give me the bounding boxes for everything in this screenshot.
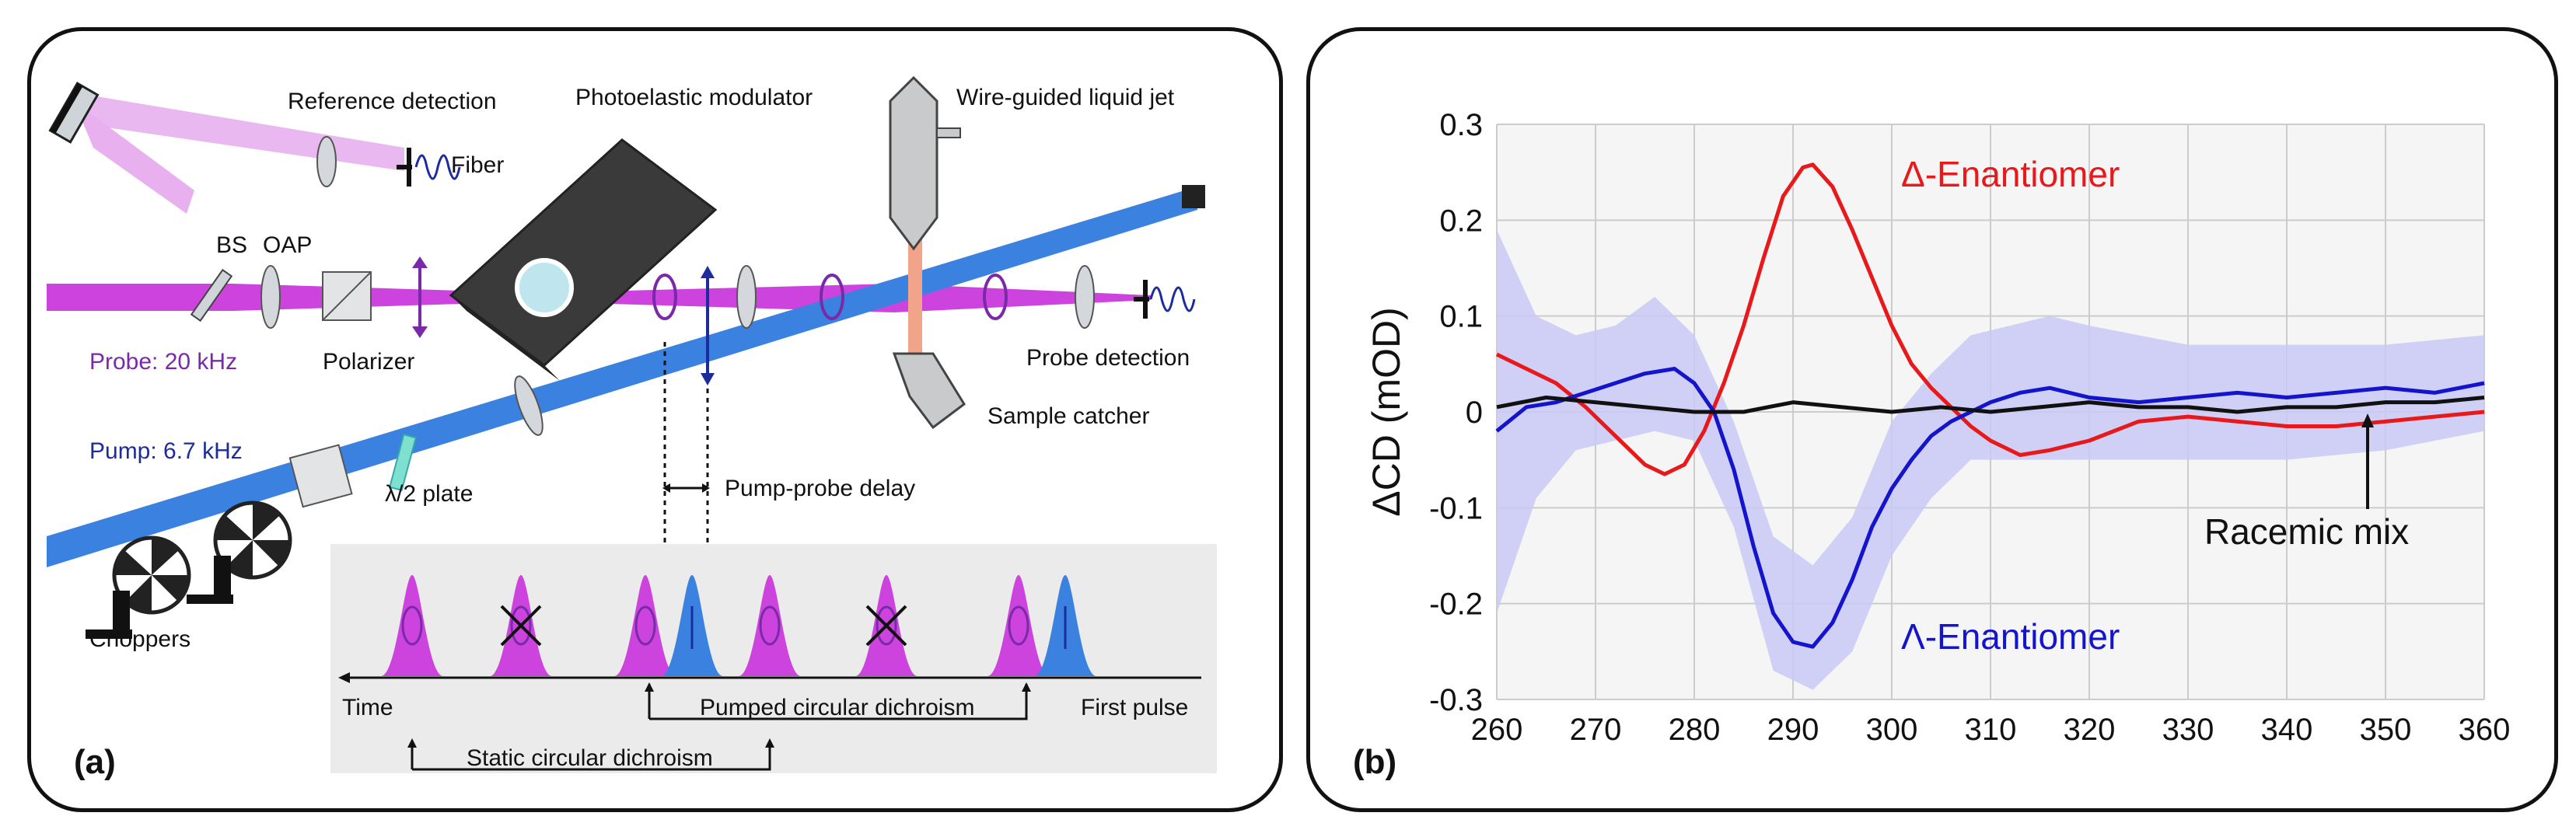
- beam-splitter: [190, 268, 233, 323]
- circular-polarization-icon: [820, 274, 844, 320]
- panel-a-tag: (a): [74, 743, 116, 781]
- y-tick-label: 0.1: [1439, 300, 1483, 334]
- x-tick-label: 320: [2064, 713, 2116, 747]
- wire-guided-liquid-jet-label: Wire-guided liquid jet: [956, 85, 1175, 110]
- y-tick-label: 0: [1466, 396, 1483, 430]
- x-tick-label: 260: [1471, 713, 1523, 747]
- chopper-icon: [86, 535, 191, 639]
- photoelastic-modulator-label: Photoelastic modulator: [575, 85, 813, 110]
- choppers-label: Choppers: [89, 626, 190, 652]
- oap-mirror: [260, 265, 281, 329]
- polarizer-label: Polarizer: [323, 349, 414, 375]
- circular-polarization-icon: [652, 274, 677, 320]
- fiber-icon: [414, 154, 461, 180]
- collimating-lens: [1075, 265, 1095, 329]
- panel-a-frame: Reference detection Fiber Photoelastic m…: [27, 27, 1283, 812]
- x-tick-label: 350: [2360, 713, 2412, 747]
- circular-polarization-icon: [983, 274, 1008, 320]
- reference-detection-label: Reference detection: [288, 89, 497, 114]
- x-tick-label: 360: [2459, 713, 2511, 747]
- pump-probe-delay-label: Pump-probe delay: [725, 476, 915, 501]
- cd-spectrum-chart: 260 270 280 290 300 310 320 330 340 350 360 0.3 0.2…: [1353, 108, 2511, 781]
- probe-beam-to-sample: [233, 284, 537, 311]
- panel-b-tag: (b): [1353, 743, 1396, 781]
- x-tick-label: 270: [1570, 713, 1622, 747]
- pump-lens: [514, 375, 544, 436]
- static-cd-label: Static circular dichroism: [467, 745, 713, 771]
- probe-pulse: [739, 575, 801, 676]
- half-wave-plate: [388, 433, 418, 492]
- uncertainty-band: [1497, 229, 2484, 690]
- time-label: Time: [342, 695, 393, 720]
- lambda-enantiomer-line: [1495, 367, 2485, 649]
- bs-label: BS: [216, 232, 247, 258]
- sample-catcher: [892, 352, 966, 430]
- probe-pulse: [987, 575, 1050, 676]
- oap-label: OAP: [263, 232, 312, 258]
- racemic-mix-line: [1496, 396, 2485, 414]
- pumped-cd-label: Pumped circular dichroism: [700, 695, 974, 720]
- x-tick-label: 330: [2162, 713, 2214, 747]
- pump-label: Pump: 6.7 kHz: [89, 438, 243, 464]
- y-tick-label: -0.2: [1429, 588, 1483, 622]
- x-tick-label: 300: [1866, 713, 1918, 747]
- y-tick-label: -0.3: [1429, 683, 1483, 717]
- panel-b-frame: 260 270 280 290 300 310 320 330 340 350 360 0.3 0.2…: [1306, 27, 2558, 812]
- lambda-enantiomer-label: Λ-Enantiomer: [1901, 616, 2120, 657]
- reference-lens: [316, 136, 337, 187]
- probe-pulse: [614, 575, 676, 676]
- probe-beam-input: [47, 284, 233, 311]
- y-tick-label: 0.2: [1439, 204, 1483, 238]
- delta-enantiomer-label: Δ-Enantiomer: [1901, 154, 2120, 194]
- racemic-mix-label: Racemic mix: [2204, 511, 2409, 552]
- y-axis-label: ΔCD (mOD): [1365, 307, 1408, 516]
- liquid-jet-nozzle: [889, 75, 938, 251]
- delta-enantiomer-line: [1495, 162, 2485, 476]
- y-tick-label: -0.1: [1429, 491, 1483, 525]
- liquid-jet: [908, 225, 922, 354]
- reference-beam-diagonal: [74, 101, 194, 214]
- fiber-label: Fiber: [451, 152, 504, 178]
- setup-diagram: Reference detection Fiber Photoelastic m…: [47, 75, 1217, 781]
- x-tick-label: 340: [2261, 713, 2313, 747]
- beam-dump: [1182, 185, 1205, 208]
- x-tick-label: 310: [1965, 713, 2017, 747]
- x-tick-label: 280: [1669, 713, 1721, 747]
- probe-label: Probe: 20 kHz: [89, 349, 237, 375]
- pem-crystal: [515, 258, 574, 317]
- probe-pulse: [381, 575, 443, 676]
- sample-catcher-label: Sample catcher: [987, 403, 1149, 429]
- x-tick-label: 290: [1767, 713, 1819, 747]
- first-pulse-label: First pulse: [1081, 695, 1188, 720]
- pulse-train: [381, 575, 1096, 676]
- pump-polarizer-cube: [288, 444, 353, 508]
- focusing-lens: [736, 265, 757, 329]
- half-wave-plate-label: λ/2 plate: [385, 481, 473, 507]
- probe-detection-label: Probe detection: [1026, 345, 1190, 371]
- chopper-icon: [187, 500, 292, 604]
- y-tick-label: 0.3: [1439, 108, 1483, 142]
- probe-beam-output: [894, 284, 1151, 312]
